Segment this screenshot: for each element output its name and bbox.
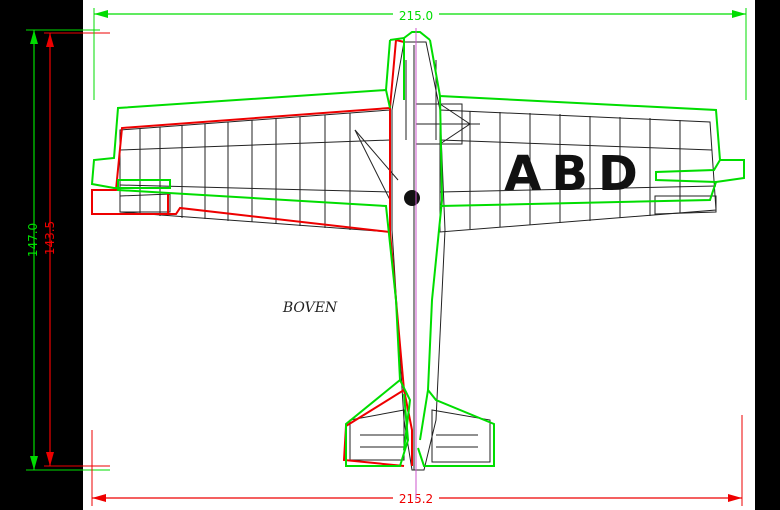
length-dimension-green [26, 29, 110, 471]
view-label: BOVEN [282, 300, 338, 316]
length-label-red: 143.5 [43, 221, 57, 255]
paper-sheet [83, 0, 755, 510]
cockpit-mark [404, 190, 420, 206]
length-label-green: 147.0 [26, 223, 40, 257]
green-outline-overlay [90, 31, 745, 467]
length-dimension-red [44, 32, 110, 467]
span-label-top: 215.0 [399, 9, 433, 23]
span-label-top-bg [393, 8, 439, 22]
wing-registration: ABD [504, 146, 648, 202]
